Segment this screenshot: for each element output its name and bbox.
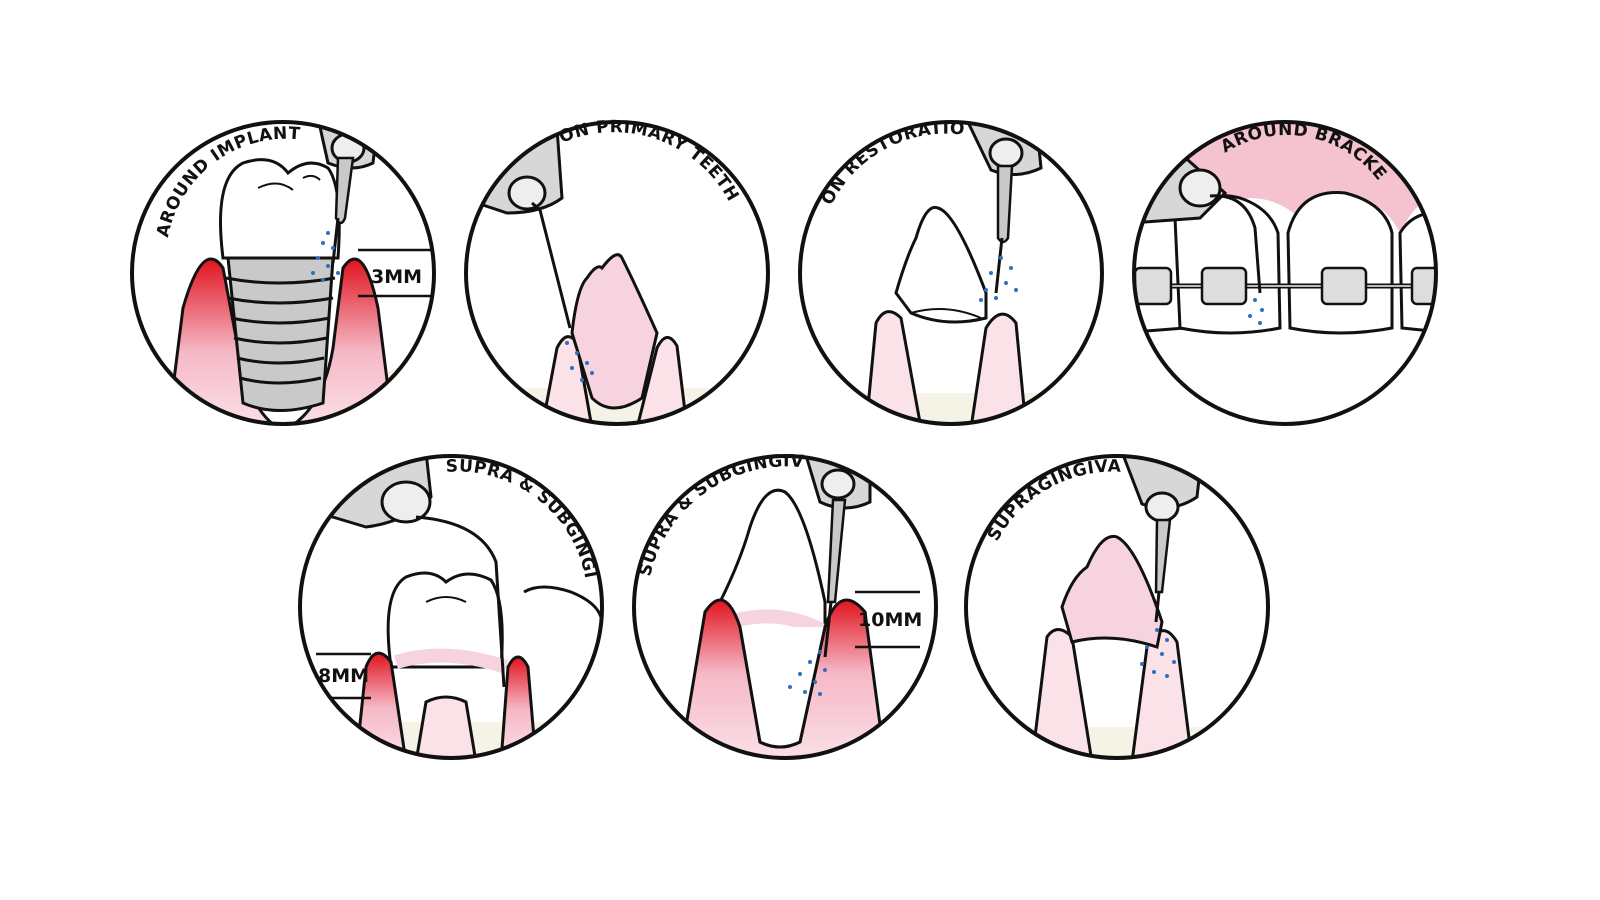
measure-label: 10MM: [858, 609, 922, 631]
panel-supra-subgingival-8mm: SUPRA & SUBGINGIVAL 8MM: [296, 452, 606, 762]
measure-label: 3MM: [371, 266, 422, 288]
gum-right: [635, 336, 689, 424]
ultrasonic-tip-icon: [314, 456, 506, 688]
gum-right: [282, 257, 395, 424]
panel-on-primary-teeth: ON PRIMARY TEETH: [462, 118, 772, 428]
water-spray-icon: [979, 256, 1018, 302]
panel-on-restorations: ON RESTORATIONS: [796, 118, 1106, 428]
gum-left: [864, 310, 923, 424]
gum-left: [166, 257, 283, 424]
water-spray-icon: [565, 341, 594, 382]
tooth-icon: [1286, 191, 1394, 335]
water-spray-icon: [311, 231, 340, 282]
gum-right: [969, 312, 1028, 424]
panel-around-brackets: AROUND BRACKETS: [1130, 118, 1440, 428]
water-spray-icon: [788, 650, 827, 696]
panel-supragingival: SUPRAGINGIVAL: [962, 452, 1272, 762]
water-spray-icon: [1140, 628, 1176, 678]
water-spray-icon: [1248, 298, 1264, 325]
measure-label: 8MM: [318, 665, 369, 687]
ultrasonic-tip-icon: [1119, 456, 1204, 623]
tooth-icon: [570, 253, 659, 410]
tooth-icon: [894, 205, 988, 324]
implant-icon: [225, 256, 336, 412]
ultrasonic-tip-icon: [802, 456, 872, 658]
panel-around-implants: AROUND IMPLANTS 3MM: [128, 118, 438, 428]
panel-supra-subgingival-10mm: SUPRA & SUBGINGIVAL 10MM: [630, 452, 940, 762]
tooth-icon: [1060, 534, 1164, 649]
